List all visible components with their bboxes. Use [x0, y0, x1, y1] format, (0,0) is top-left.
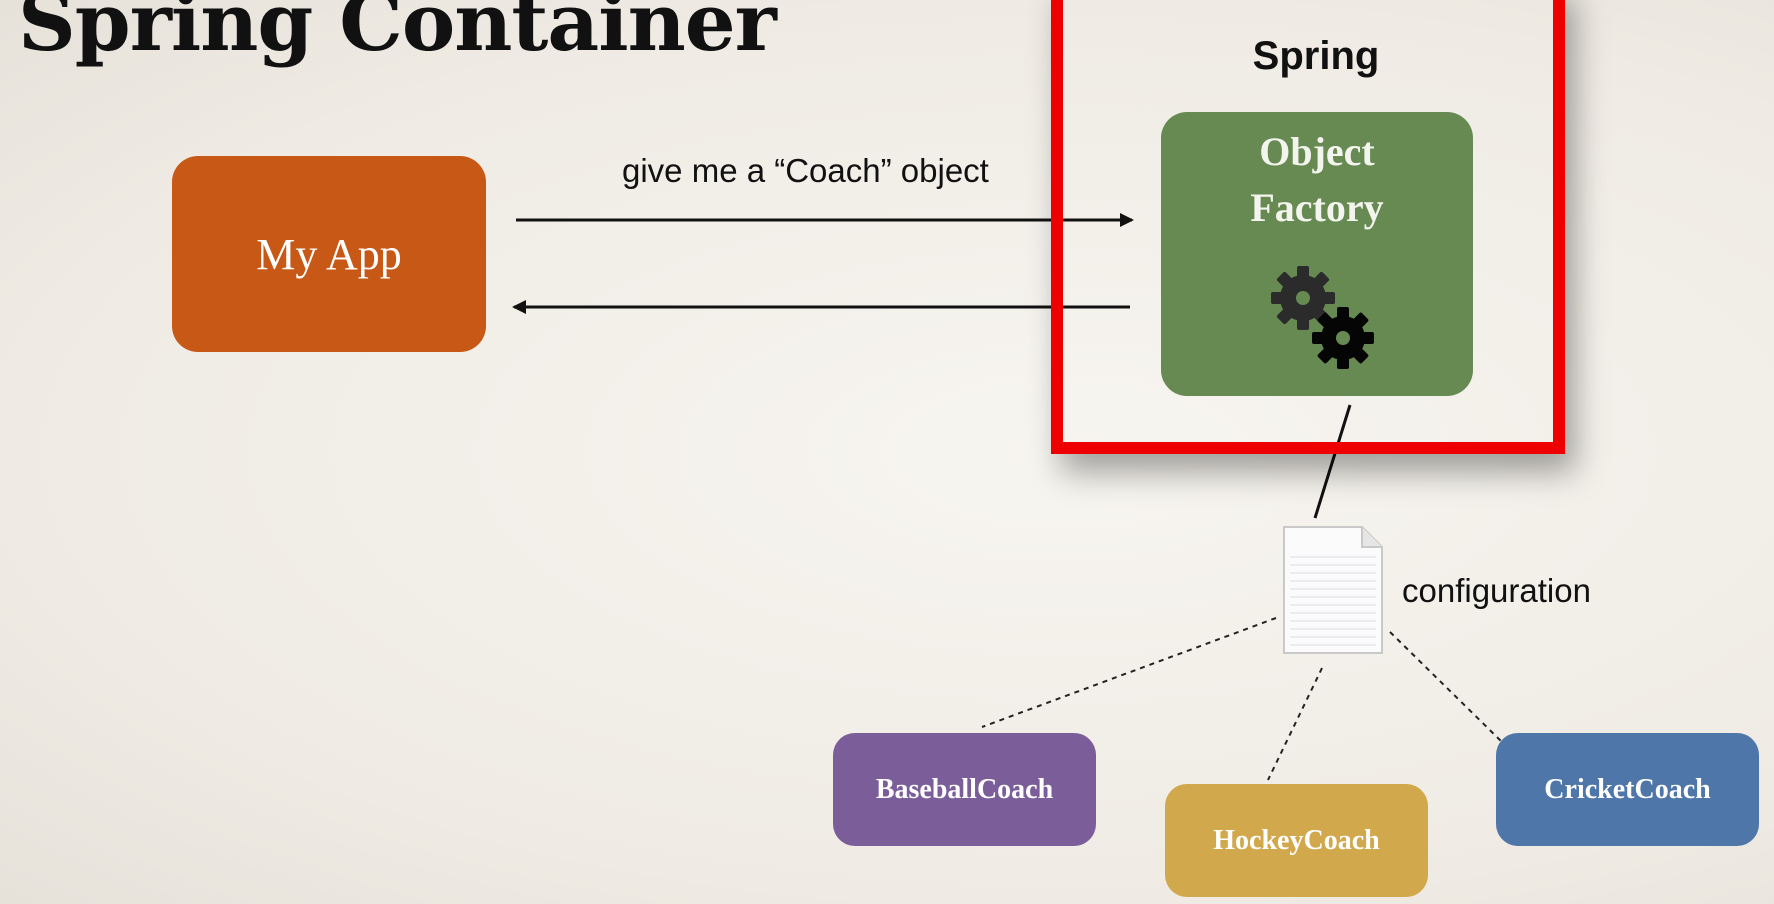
spring-container-frame	[1051, 0, 1565, 454]
baseball-coach-box: BaseballCoach	[833, 733, 1096, 846]
spring-label: Spring	[1252, 34, 1380, 78]
object-factory-box: Object Factory	[1161, 112, 1473, 396]
request-label: give me a “Coach” object	[622, 152, 989, 189]
object-factory-label: Object Factory	[1250, 129, 1384, 230]
document-icon	[1283, 526, 1383, 654]
hockey-config-link	[1267, 667, 1323, 781]
my-app-box: My App	[172, 156, 486, 352]
cricket-config-link	[1389, 631, 1503, 743]
factory-config-link	[1313, 404, 1352, 519]
slide-title: Spring Container	[18, 0, 777, 69]
gears-icon	[1271, 266, 1374, 369]
configuration-label: configuration	[1402, 572, 1591, 609]
cricket-coach-box: CricketCoach	[1496, 733, 1759, 846]
baseball-config-link	[981, 617, 1277, 728]
hockey-coach-box: HockeyCoach	[1165, 784, 1428, 897]
